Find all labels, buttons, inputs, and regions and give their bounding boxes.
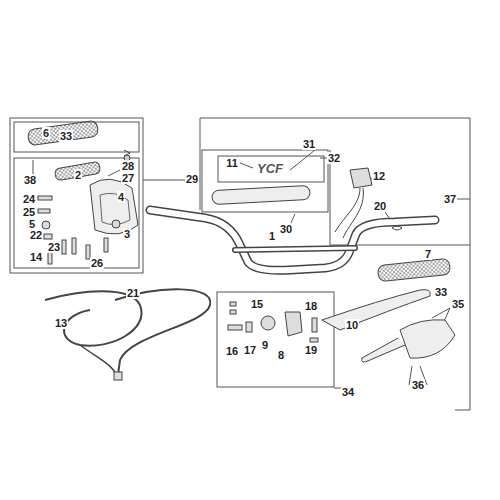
callout-number: 14 bbox=[29, 251, 43, 263]
callout-number: 13 bbox=[54, 317, 68, 329]
brand-logo: YCF bbox=[257, 162, 283, 176]
callout-number: 27 bbox=[121, 172, 135, 184]
callout-number: 4 bbox=[117, 191, 125, 203]
callout-number: 19 bbox=[304, 344, 318, 356]
callout-number: 30 bbox=[279, 223, 293, 235]
callout-number: 28 bbox=[121, 160, 135, 172]
callout-number: 10 bbox=[345, 319, 359, 331]
callout-number: 33 bbox=[434, 286, 448, 298]
callout-number: 22 bbox=[29, 229, 43, 241]
callout-number: 6 bbox=[42, 127, 50, 139]
callout-number: 9 bbox=[261, 339, 269, 351]
callout-number: 25 bbox=[22, 206, 36, 218]
callout-number: 16 bbox=[225, 345, 239, 357]
callout-number: 35 bbox=[451, 298, 465, 310]
callout-number: 38 bbox=[23, 174, 37, 186]
callout-number: 29 bbox=[185, 173, 199, 185]
callout-number: 8 bbox=[277, 349, 285, 361]
callout-number: 7 bbox=[424, 248, 432, 260]
callout-number: 34 bbox=[341, 386, 355, 398]
callout-number: 2 bbox=[74, 169, 82, 181]
callout-number: 3 bbox=[123, 228, 131, 240]
callout-number: 24 bbox=[22, 193, 36, 205]
callout-number: 33 bbox=[59, 130, 73, 142]
callout-number: 32 bbox=[327, 152, 341, 164]
callout-number: 26 bbox=[90, 257, 104, 269]
callout-number: 11 bbox=[225, 157, 239, 169]
callout-number: 1 bbox=[268, 230, 276, 242]
callout-number: 20 bbox=[373, 200, 387, 212]
callout-number: 23 bbox=[47, 241, 61, 253]
callout-number: 17 bbox=[243, 344, 257, 356]
callout-number: 12 bbox=[372, 170, 386, 182]
callout-number: 36 bbox=[411, 379, 425, 391]
callout-number: 18 bbox=[304, 300, 318, 312]
callout-number: 15 bbox=[250, 298, 264, 310]
callout-number: 37 bbox=[443, 193, 457, 205]
callout-number: 31 bbox=[302, 138, 316, 150]
callout-number: 21 bbox=[126, 287, 140, 299]
